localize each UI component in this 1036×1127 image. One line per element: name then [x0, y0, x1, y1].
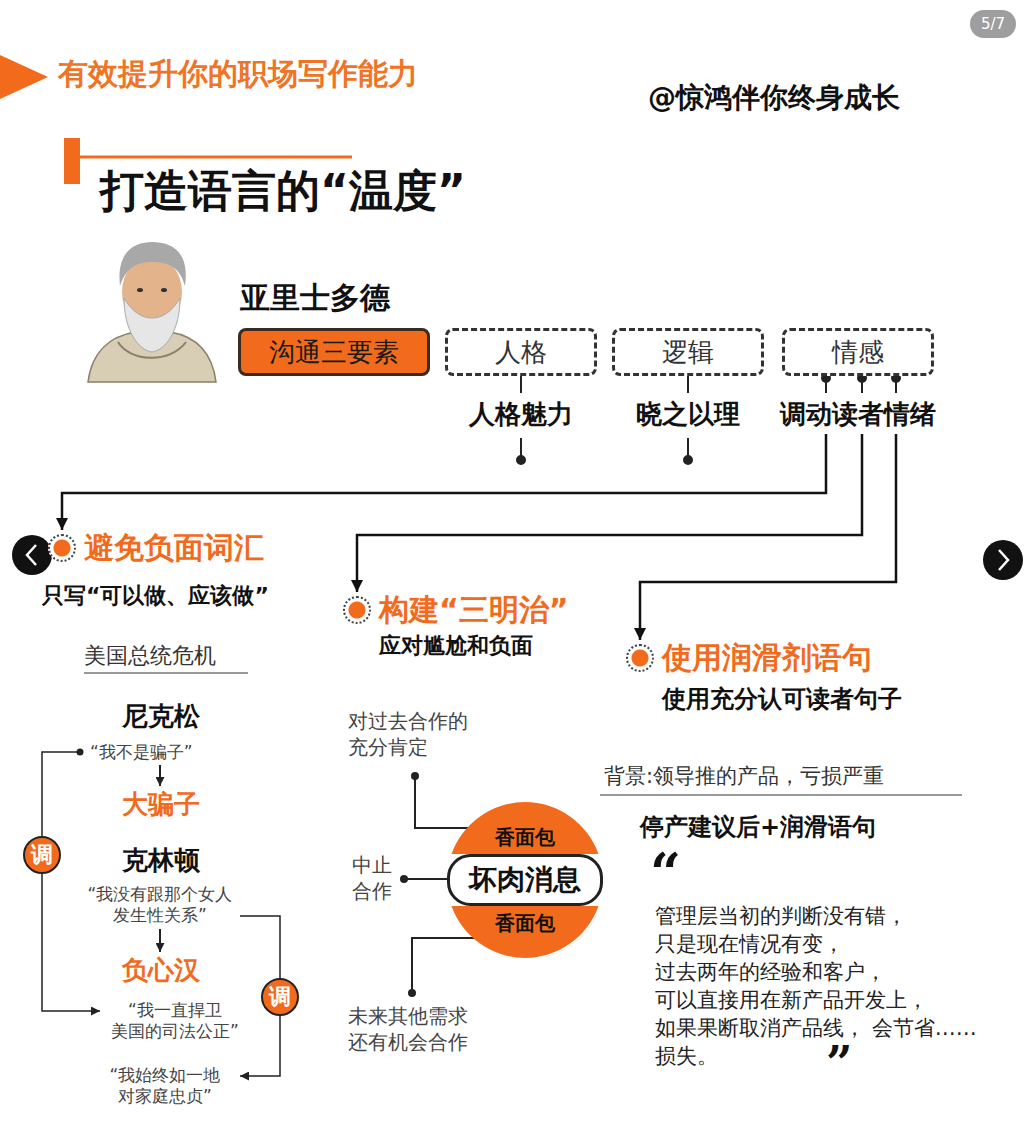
hair: [119, 242, 185, 286]
box-text: 情感: [832, 336, 884, 368]
element-caption: 晓之以理: [636, 398, 740, 430]
bracket-line: [42, 752, 80, 836]
section-title: 使用润滑剂语句: [662, 640, 872, 676]
sandwich-text: 香面包: [495, 824, 555, 854]
section-subtitle: 只写“可以做、应该做”: [42, 582, 269, 610]
underline: [600, 794, 962, 796]
leader-dot: [517, 456, 525, 464]
header-arrow: [0, 55, 48, 99]
bread-bottom: 香面包: [449, 906, 601, 958]
nav-chevron: [27, 545, 36, 565]
leader-dot: [684, 456, 692, 464]
case-title: 美国总统危机: [84, 642, 216, 670]
quote-mark: “: [650, 846, 681, 900]
page-number: 5/7: [970, 14, 1016, 34]
element-box: 情感调动读者情绪: [768, 328, 948, 434]
section-subtitle: 使用充分认可读者句子: [662, 684, 902, 714]
section-title: 构建“三明治”: [379, 592, 568, 628]
eye: [161, 288, 167, 292]
heading-row: 构建“三明治”: [343, 592, 568, 628]
heading-row: 避免负面词汇: [48, 530, 264, 566]
aristotle-portrait: [88, 242, 216, 382]
nav-button: [12, 535, 52, 575]
meat-band: 坏肉消息: [447, 854, 603, 906]
leader-line: [520, 376, 522, 393]
bullet-dot: [343, 596, 371, 624]
quote-text: “我没有跟那个女人 发生性关系”: [65, 884, 255, 926]
quote-text: “我始终如一地 对家庭忠贞”: [85, 1065, 245, 1107]
leader-line: [412, 938, 480, 993]
leader-line: [825, 378, 827, 393]
quote-text: “我一直捍卫 美国的司法公正”: [90, 1000, 260, 1042]
leader-line: [520, 438, 522, 457]
connector-arrow: [357, 434, 862, 592]
case-title: 背景:领导推的产品，亏损严重: [604, 763, 884, 789]
adjust-circle: 调: [23, 836, 61, 874]
person-name: 克林顿: [122, 844, 200, 876]
underline: [84, 672, 248, 674]
section-item: 避免负面词汇只写“可以做、应该做”: [48, 530, 269, 610]
circle-text: 调: [31, 843, 53, 867]
dashed-box: 人格: [445, 328, 597, 376]
nav-button: [983, 540, 1023, 580]
element-box: 沟通三要素: [238, 328, 430, 376]
element-box: 人格人格魅力: [445, 328, 597, 434]
dashed-box: 情感: [782, 328, 934, 376]
case-subtitle: 停产建议后+润滑语句: [640, 812, 876, 842]
heading-bar: [64, 138, 80, 184]
person-name: 尼克松: [122, 700, 200, 732]
down-arrow: [159, 765, 161, 786]
box-text: 逻辑: [662, 336, 714, 368]
leader-line: [687, 376, 689, 393]
bread-shape: [452, 802, 599, 854]
quote-mark: ”: [826, 1040, 852, 1086]
callout-text: 未来其他需求 还有机会合作: [348, 1003, 498, 1055]
bullet-dot: [626, 644, 654, 672]
heading-rule: [64, 156, 352, 159]
connector-arrow: [62, 434, 826, 530]
connector-arrow: [640, 434, 896, 640]
element-caption: 调动读者情绪: [780, 398, 936, 430]
leader-line: [415, 776, 480, 828]
sandwich-text: 坏肉消息: [469, 863, 581, 897]
section-title: 避免负面词汇: [84, 530, 264, 566]
beard: [124, 298, 180, 352]
bracket-line: [240, 1016, 280, 1076]
result-text: 大骗子: [122, 788, 200, 820]
bread-top: 香面包: [449, 802, 601, 854]
heading-row: 使用润滑剂语句: [626, 640, 872, 676]
section-item: 使用润滑剂语句使用充分认可读者句子: [626, 640, 902, 714]
page-pill: [970, 10, 1016, 38]
quote-text: “我不是骗子”: [90, 742, 193, 762]
person-name: 亚里士多德: [240, 280, 390, 316]
down-arrow: [159, 929, 161, 952]
leader-line: [895, 378, 897, 393]
callout-text: 对过去合作的 充分肯定: [348, 708, 498, 760]
callout-text: 中止 合作: [352, 852, 398, 904]
nav-chevron: [999, 550, 1008, 570]
watermark: @惊鸿伴你终身成长: [648, 80, 900, 116]
section-subtitle: 应对尴尬和负面: [379, 632, 533, 660]
page-title: 有效提升你的职场写作能力: [58, 54, 418, 94]
adjust-circle: 调: [261, 978, 299, 1016]
box-text: 沟通三要素: [269, 336, 399, 368]
bracket-line: [240, 916, 280, 978]
eye: [137, 288, 143, 292]
bread-shape: [452, 906, 599, 958]
dashed-box: 逻辑: [612, 328, 764, 376]
circle-text: 调: [269, 985, 291, 1009]
band-shape: [449, 856, 602, 905]
section-heading: 打造语言的“温度”: [100, 164, 466, 218]
leader-line: [687, 438, 689, 457]
sandwich-text: 香面包: [495, 906, 555, 936]
result-text: 负心汉: [122, 955, 200, 985]
element-box: 逻辑晓之以理: [612, 328, 764, 434]
element-caption: 人格魅力: [469, 398, 573, 430]
section-item: 构建“三明治” 应对尴尬和负面: [343, 592, 568, 660]
bullet-dot: [48, 534, 76, 562]
leader-line: [861, 378, 863, 393]
box-text: 人格: [495, 336, 547, 368]
